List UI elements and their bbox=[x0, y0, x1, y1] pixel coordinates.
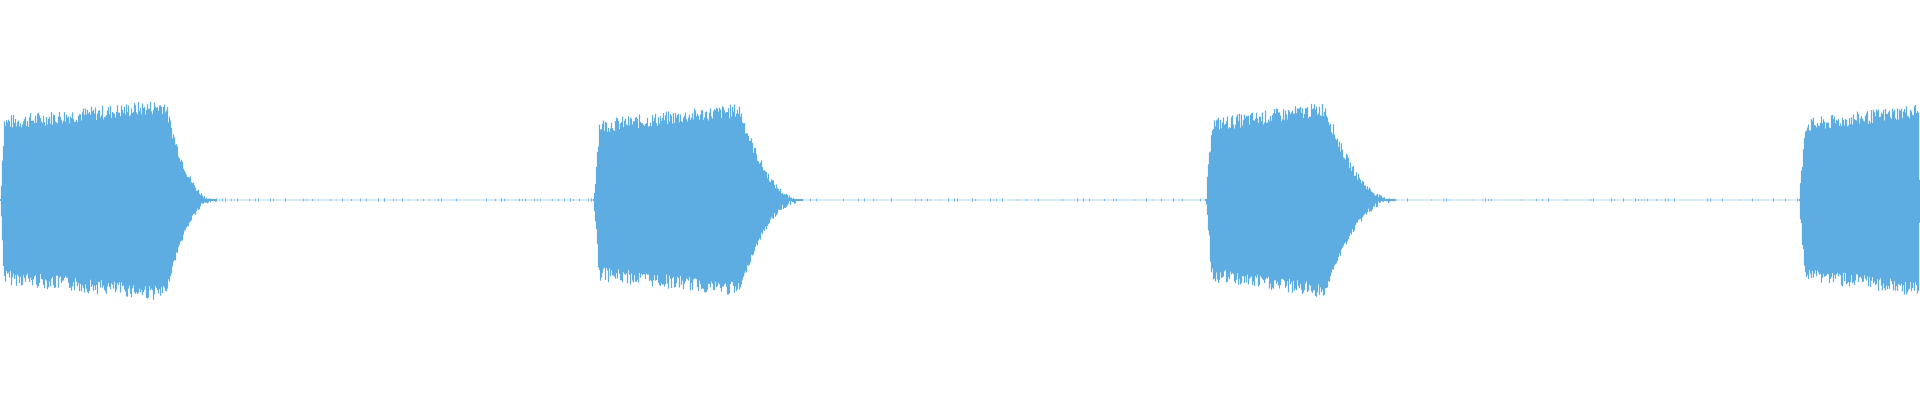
burst-envelope bbox=[0, 101, 217, 300]
burst-envelope bbox=[1798, 104, 1920, 295]
burst-envelope bbox=[592, 104, 804, 295]
waveform-burst-1 bbox=[0, 101, 217, 300]
burst-envelope bbox=[1204, 103, 1397, 297]
waveform-series bbox=[0, 101, 1920, 300]
waveform-burst-2 bbox=[592, 104, 804, 295]
waveform-burst-3 bbox=[1204, 103, 1397, 297]
waveform-burst-4 bbox=[1798, 104, 1920, 295]
